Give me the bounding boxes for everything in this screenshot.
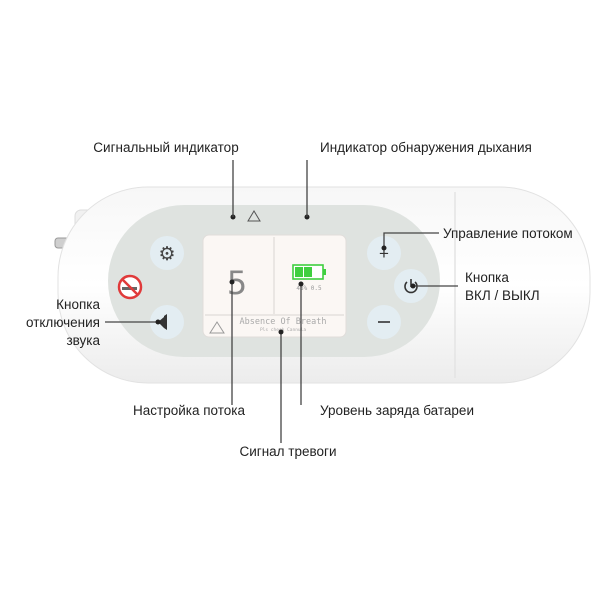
alarm-subtitle: Pls check Cannula bbox=[260, 327, 306, 333]
label-mute-line3: звука bbox=[66, 333, 100, 348]
alarm-triangle-icon bbox=[247, 210, 261, 222]
label-flow-control: Управление потоком bbox=[443, 226, 573, 241]
callout-lines bbox=[105, 160, 458, 443]
settings-button[interactable]: ⚙ bbox=[150, 236, 184, 270]
mute-button[interactable] bbox=[150, 305, 184, 339]
no-smoking-icon bbox=[117, 274, 143, 300]
battery-icon bbox=[292, 264, 326, 280]
gear-icon: ⚙ bbox=[158, 243, 175, 265]
label-mute-line2: отключения bbox=[26, 315, 100, 330]
plus-icon: + bbox=[379, 244, 389, 263]
label-battery-level: Уровень заряда батареи bbox=[320, 403, 474, 418]
flow-minus-button[interactable] bbox=[367, 305, 401, 339]
battery-text: 48% 0.5 bbox=[296, 285, 322, 292]
label-breath-indicator: Индикатор обнаружения дыхания bbox=[320, 140, 532, 155]
label-power-line1: Кнопка bbox=[465, 270, 509, 285]
speaker-mute-icon bbox=[158, 314, 167, 330]
label-signal-indicator: Сигнальный индикатор bbox=[93, 140, 238, 155]
label-flow-setting: Настройка потока bbox=[133, 403, 245, 418]
label-power-line2: ВКЛ / ВЫКЛ bbox=[465, 288, 540, 303]
alarm-title: Absence Of Breath bbox=[240, 317, 327, 327]
flow-plus-button[interactable]: + bbox=[367, 236, 401, 270]
alarm-triangle-icon bbox=[209, 321, 225, 334]
label-alarm-signal: Сигнал тревоги bbox=[240, 444, 337, 459]
label-mute-line1: Кнопка bbox=[56, 297, 100, 312]
display-screen: 5 48% 0.5 Absence Of Breath Pls check Ca… bbox=[202, 234, 347, 338]
